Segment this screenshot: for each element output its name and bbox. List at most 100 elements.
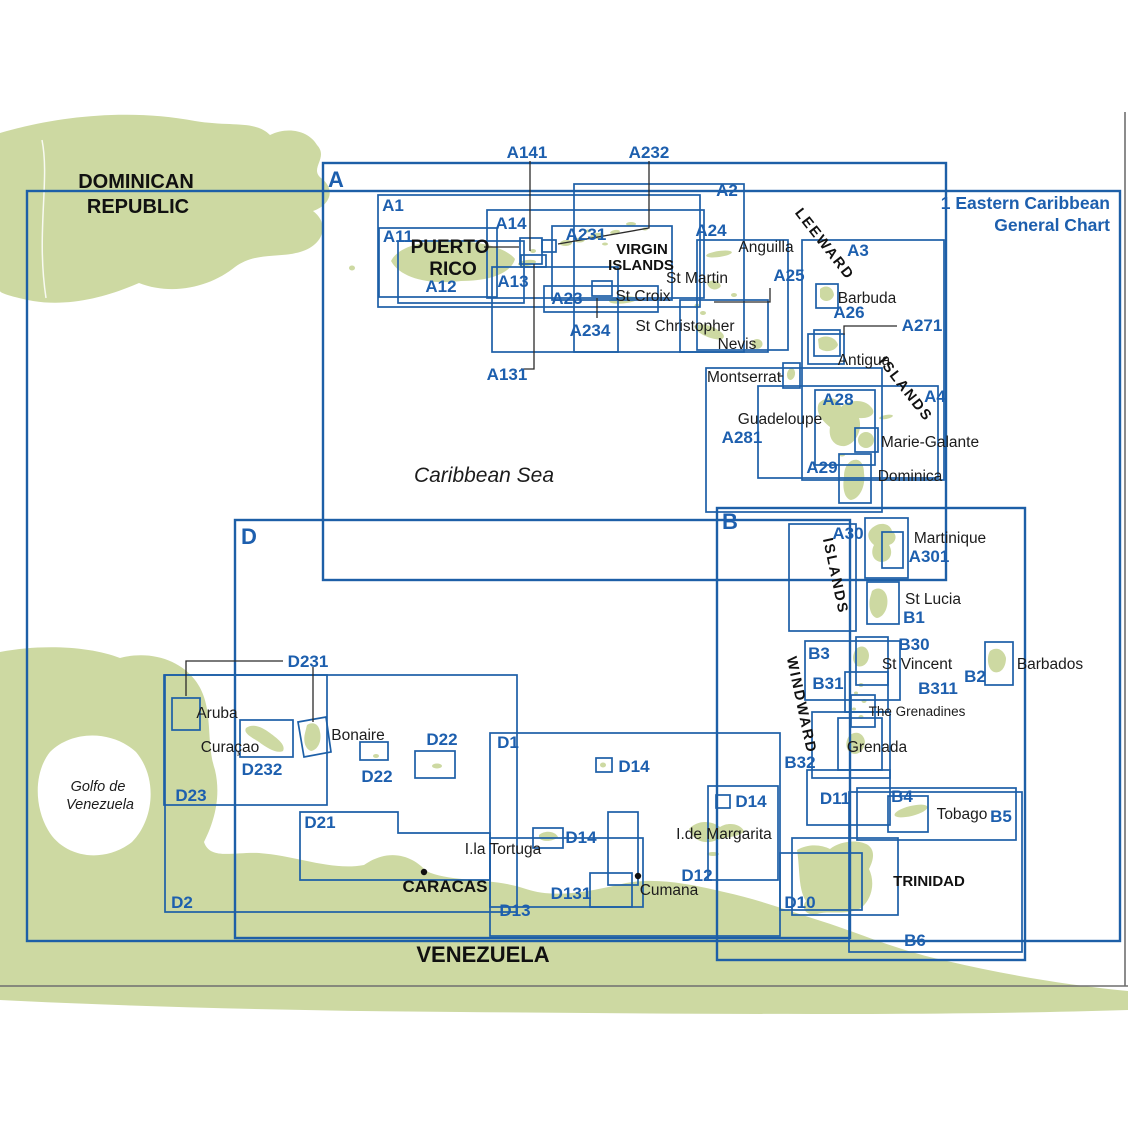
land-barbados-island bbox=[987, 648, 1006, 673]
page-edge-layer bbox=[0, 112, 1128, 987]
label-d23: D23 bbox=[175, 786, 206, 805]
land-tobago-island bbox=[894, 804, 928, 818]
d231-leader-aruba bbox=[185, 660, 283, 696]
label-virgin: VIRGIN bbox=[616, 241, 668, 258]
land-culebra bbox=[530, 249, 536, 253]
chart-rect-a11 bbox=[378, 227, 498, 298]
label-d131: D131 bbox=[551, 884, 592, 903]
label-a3: A3 bbox=[847, 241, 869, 260]
land-antigua-island bbox=[818, 336, 838, 352]
label-a232: A232 bbox=[629, 143, 670, 162]
chart-rect-region-a bbox=[321, 161, 948, 582]
label-b2: B2 bbox=[964, 667, 986, 686]
chart-rect-a14 bbox=[486, 209, 705, 299]
caracas-dot bbox=[420, 868, 428, 876]
land-st-martin-island bbox=[707, 280, 721, 290]
label-a23: A23 bbox=[551, 289, 582, 308]
land-nevis-island bbox=[751, 339, 763, 349]
label-a14: A14 bbox=[495, 214, 527, 233]
a271-leader bbox=[843, 325, 897, 335]
label-guadeloupe: Guadeloupe bbox=[738, 411, 822, 428]
water-cutout-layer bbox=[37, 735, 151, 856]
label-d13: D13 bbox=[499, 901, 530, 920]
label-golfo-de: Golfo de bbox=[71, 779, 126, 795]
label-a25: A25 bbox=[773, 266, 804, 285]
land-jost-van-dyke bbox=[585, 229, 591, 233]
land-bonaire-island bbox=[304, 723, 321, 751]
chart-rect-trinidad-chart bbox=[791, 837, 899, 916]
label-a131: A131 bbox=[487, 365, 528, 384]
chart-rect-a281 bbox=[705, 367, 883, 513]
chart-rect-d14-center bbox=[595, 757, 613, 773]
chart-rect-a26-antigua bbox=[807, 333, 845, 365]
chart-rect-b4-tobago bbox=[887, 795, 929, 833]
chart-rect-marie-galante-box bbox=[854, 427, 879, 453]
label-d1: D1 bbox=[497, 733, 519, 752]
label-d12: D12 bbox=[681, 866, 712, 885]
chart-rect-region-d bbox=[233, 518, 852, 940]
label-the-grenadines: The Grenadines bbox=[869, 704, 966, 719]
label-a29: A29 bbox=[806, 458, 837, 477]
chart-rect-b2-barbados bbox=[984, 641, 1014, 686]
label-b31: B31 bbox=[812, 674, 843, 693]
chart-rect-a12 bbox=[397, 240, 525, 304]
land-guadeloupe-island bbox=[817, 398, 874, 447]
land-mona bbox=[349, 265, 355, 271]
chart-rect-d131-tall bbox=[607, 811, 639, 886]
label-st-lucia: St Lucia bbox=[905, 591, 961, 608]
chart-rect-a231 bbox=[551, 225, 673, 301]
label-b3: B3 bbox=[808, 644, 830, 663]
chart-rect-a4 bbox=[757, 385, 939, 479]
chart-rect-a13 bbox=[491, 266, 619, 353]
land-tortuga-island bbox=[539, 831, 558, 841]
label-b4: B4 bbox=[891, 787, 913, 806]
chart-rect-d131-low bbox=[589, 872, 633, 908]
label-a4: A4 bbox=[924, 387, 946, 406]
label-d10: D10 bbox=[784, 893, 815, 912]
land-st-eustatius bbox=[700, 311, 706, 315]
st-martin-leader bbox=[714, 288, 771, 303]
land-islet-d22-east bbox=[432, 763, 442, 769]
label-rico: RICO bbox=[429, 259, 477, 280]
chart-rect-b32 bbox=[811, 711, 891, 779]
label-puerto: PUERTO bbox=[411, 237, 490, 258]
label-antigua: Antigua bbox=[838, 352, 891, 369]
label-martinique: Martinique bbox=[914, 530, 986, 547]
label-b30: B30 bbox=[898, 635, 929, 654]
label-a12: A12 bbox=[425, 277, 456, 296]
label-venezuela: VENEZUELA bbox=[416, 942, 549, 967]
land-hispaniola bbox=[0, 114, 330, 303]
label-grenada: Grenada bbox=[847, 739, 908, 756]
label-i-la-tortuga: I.la Tortuga bbox=[465, 841, 542, 858]
land-puerto-rico bbox=[391, 240, 515, 283]
label-b5: B5 bbox=[990, 807, 1012, 826]
label-d22: D22 bbox=[426, 730, 457, 749]
label-tobago: Tobago bbox=[937, 806, 988, 823]
label-a281: A281 bbox=[722, 428, 763, 447]
label-venezuela: Venezuela bbox=[66, 797, 134, 813]
label-a301: A301 bbox=[909, 547, 950, 566]
label-st-christopher: St Christopher bbox=[635, 318, 734, 335]
chart-rect-barbuda-box bbox=[815, 283, 839, 309]
label-b6: B6 bbox=[904, 931, 926, 950]
label-b32: B32 bbox=[784, 753, 815, 772]
chart-rect-a301-inner bbox=[881, 531, 904, 569]
label-islands: ISLANDS bbox=[608, 257, 674, 274]
label-a26: A26 bbox=[833, 303, 864, 322]
label-d232: D232 bbox=[242, 760, 283, 779]
chart-rect-a1 bbox=[377, 194, 701, 308]
label-republic: REPUBLIC bbox=[87, 196, 189, 218]
label-i-de-margarita: I.de Margarita bbox=[676, 826, 772, 843]
chart-rect-a30 bbox=[788, 523, 857, 632]
land-barbuda-island bbox=[820, 286, 834, 301]
label-a2: A2 bbox=[716, 181, 738, 200]
label-d14: D14 bbox=[618, 757, 650, 776]
label-a1: A1 bbox=[382, 196, 404, 215]
label-a13: A13 bbox=[497, 272, 528, 291]
a131-leader bbox=[521, 264, 535, 370]
label-cumana: Cumana bbox=[640, 882, 699, 899]
label-d22: D22 bbox=[361, 767, 392, 786]
land-venezuela-mainland bbox=[0, 647, 1128, 1014]
label-caracas: CARACAS bbox=[403, 877, 488, 896]
